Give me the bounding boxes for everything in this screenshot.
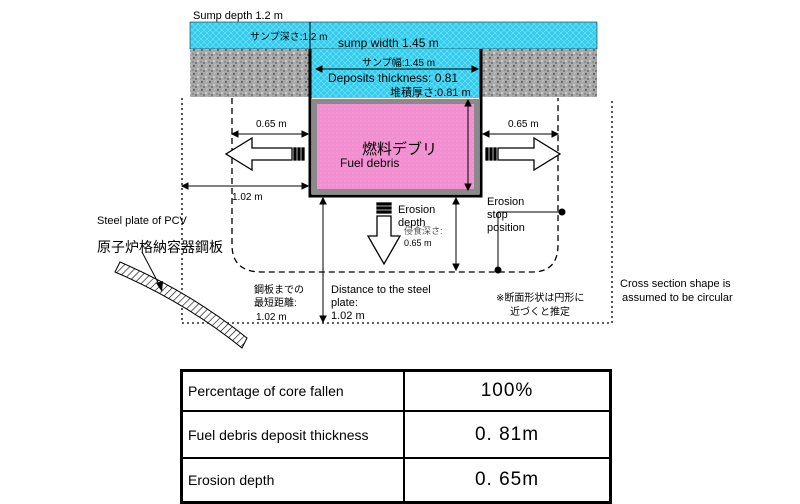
- table-row: Erosion depth 0. 65m: [180, 457, 612, 504]
- table-row-label: Percentage of core fallen: [180, 369, 405, 412]
- dist-steel-en-1: Distance to the steel: [331, 284, 431, 296]
- dist-steel-en-3: 1.02 m: [331, 310, 365, 322]
- water-layer: [189, 21, 598, 50]
- left-dist-top: 0.65 m: [256, 119, 287, 130]
- erosion-stop-3: position: [487, 222, 525, 234]
- left-erosion-arrow: [224, 136, 305, 172]
- steel-plate-en: Steel plate of PCV: [97, 215, 188, 227]
- steel-plate-jp: 原子炉格納容器鋼板: [97, 239, 223, 255]
- table-row: Percentage of core fallen 100%: [180, 369, 612, 412]
- dimension-lines: [180, 22, 566, 324]
- concrete-left: [190, 49, 310, 97]
- sump-width-en: sump width 1.45 m: [338, 36, 439, 50]
- erosion-boundary-dashed: [231, 98, 559, 273]
- min-dist-value: 1.02 m: [256, 312, 287, 323]
- sump-wall: [308, 49, 483, 198]
- dist-steel-en-2: plate:: [331, 297, 358, 309]
- table-row-value: 100%: [403, 369, 612, 412]
- erosion-depth-en-2: depth: [398, 217, 426, 229]
- sump-water: [310, 49, 481, 98]
- steel-plate-hatched: [114, 261, 248, 349]
- cross-section-en-1: Cross section shape is: [620, 278, 731, 290]
- left-dist-mid: 1.02 m: [232, 192, 263, 203]
- concrete-right: [481, 49, 597, 97]
- cross-section-en-2: assumed to be circular: [622, 292, 733, 304]
- erosion-depth-jp: 侵食深さ:: [404, 225, 443, 236]
- table-row-value: 0. 81m: [403, 410, 612, 459]
- deposits-jp: 堆積厚さ:0.81 m: [390, 85, 471, 99]
- right-dist-top: 0.65 m: [508, 119, 539, 130]
- sump-depth-en: Sump depth 1.2 m: [193, 10, 283, 22]
- table-row-label: Erosion depth: [180, 457, 405, 504]
- fuel-debris-jp: 燃料デブリ: [362, 140, 437, 158]
- erosion-stop-1: Erosion: [487, 196, 524, 208]
- deposits-en: Deposits thickness: 0.81: [328, 71, 458, 85]
- erosion-stop-2: stop: [487, 209, 508, 221]
- erosion-depth-value: 0.65 m: [404, 238, 432, 248]
- sump-depth-jp: サンプ深さ:1.2 m: [250, 31, 328, 43]
- fuel-debris-block: [317, 104, 474, 189]
- erosion-depth-en-1: Erosion: [398, 204, 435, 216]
- min-dist-jp-1: 鋼板までの: [254, 283, 304, 296]
- down-erosion-arrow: [366, 202, 402, 266]
- cross-section-jp-2: 近づくと推定: [510, 305, 570, 318]
- sump-erosion-diagram: Sump depth 1.2 m サンプ深さ:1.2 m sump width …: [97, 10, 733, 349]
- sump-width-jp: サンプ幅:1.45 m: [362, 56, 435, 69]
- table-row: Fuel debris deposit thickness 0. 81m: [180, 410, 612, 459]
- table-row-label: Fuel debris deposit thickness: [180, 410, 405, 459]
- cross-section-jp-1: ※断面形状は円形に: [496, 291, 584, 304]
- fuel-debris-en: Fuel debris: [340, 156, 399, 170]
- table-row-value: 0. 65m: [403, 457, 612, 504]
- results-table: Percentage of core fallen 100% Fuel debr…: [180, 369, 612, 504]
- min-dist-jp-2: 最短距離:: [254, 296, 297, 309]
- steel-plate-leader-head: [156, 281, 163, 292]
- outer-dotted-boundary: [181, 98, 613, 324]
- right-erosion-arrow: [485, 136, 562, 172]
